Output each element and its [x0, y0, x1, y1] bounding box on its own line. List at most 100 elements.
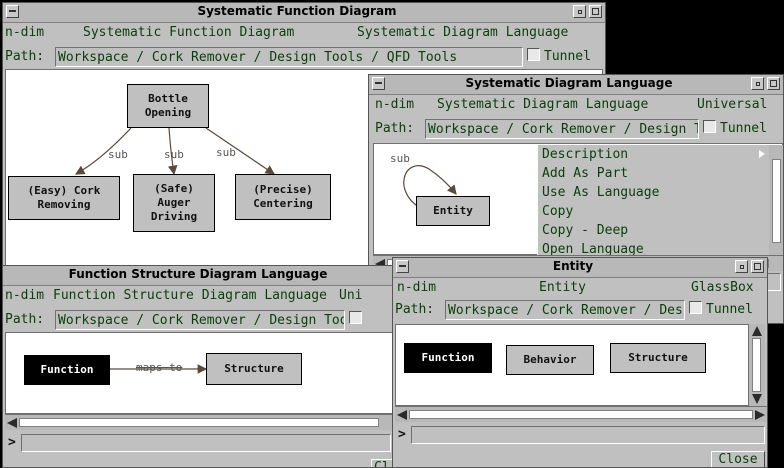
checkbox-icon[interactable]	[527, 48, 540, 61]
menu-glassbox[interactable]: GlassBox	[691, 280, 754, 295]
menu-ndim[interactable]: n-dim	[5, 25, 45, 40]
context-menu: Description Add As Part Use As Language …	[537, 145, 769, 257]
minimize-icon[interactable]	[735, 260, 748, 273]
node-cork-removing[interactable]: (Easy) Cork Removing	[8, 176, 120, 220]
menu-systematic-diagram-language[interactable]: Systematic Diagram Language	[357, 25, 569, 40]
tunnel-checkbox[interactable]	[347, 311, 366, 329]
edges	[110, 364, 208, 374]
path-bar: Path: Workspace / Cork Remover / Design …	[3, 45, 605, 69]
tunnel-label: Tunnel	[544, 49, 591, 64]
menu-function-structure-diagram-language[interactable]: Function Structure Diagram Language	[53, 288, 327, 303]
checkbox-icon[interactable]	[703, 120, 716, 133]
menu-bar: n-dim Systematic Function Diagram System…	[3, 23, 605, 43]
title-bar[interactable]: Systematic Diagram Language	[369, 75, 783, 95]
edge-label-sub: sub	[164, 148, 184, 161]
menu-universal[interactable]: Uni	[339, 288, 363, 303]
window-menu-icon[interactable]	[372, 77, 385, 90]
window-title: Entity	[552, 259, 594, 273]
window-title: Systematic Diagram Language	[465, 76, 673, 90]
command-line: >	[395, 424, 767, 446]
submenu-arrow-icon	[759, 150, 765, 158]
menu-ndim[interactable]: n-dim	[375, 97, 415, 112]
tunnel-label: Tunnel	[706, 302, 753, 317]
self-edge	[403, 165, 457, 212]
minimize-icon[interactable]	[751, 77, 764, 90]
edge-label-maps-to: maps to	[136, 361, 183, 374]
node-function[interactable]: Function	[404, 343, 492, 373]
path-field[interactable]: Workspace / Cork Remover / Design Tools	[425, 119, 699, 139]
close-button[interactable]: Cl	[371, 459, 393, 467]
window-menu-icon[interactable]	[6, 5, 19, 18]
scroll-down-icon[interactable]	[752, 394, 762, 404]
menu-item-copy[interactable]: Copy	[542, 204, 574, 219]
menu-ndim[interactable]: n-dim	[5, 288, 45, 303]
window-entity[interactable]: Entity n-dim Entity GlassBox Path: Works…	[392, 257, 768, 468]
edge-label-sub: sub	[108, 148, 128, 161]
maximize-icon[interactable]	[589, 5, 602, 18]
menu-systematic-diagram-language[interactable]: Systematic Diagram Language	[437, 97, 649, 112]
checkbox-icon[interactable]	[689, 301, 702, 314]
tunnel-checkbox[interactable]: Tunnel	[525, 48, 591, 66]
menu-item-description[interactable]: Description	[542, 147, 629, 162]
menu-item-use-as-language[interactable]: Use As Language	[542, 185, 660, 200]
window-title: Function Structure Diagram Language	[68, 267, 328, 281]
close-button[interactable]: Close	[711, 451, 765, 467]
menu-systematic-function-diagram[interactable]: Systematic Function Diagram	[83, 25, 295, 40]
node-function[interactable]: Function	[24, 355, 110, 385]
path-label: Path:	[5, 312, 45, 327]
scroll-right-icon[interactable]	[755, 410, 765, 420]
minimize-icon[interactable]	[573, 5, 586, 18]
path-label: Path:	[395, 302, 435, 317]
command-prompt: >	[398, 427, 406, 442]
scroll-up-icon[interactable]	[752, 326, 762, 336]
node-centering[interactable]: (Precise) Centering	[235, 174, 331, 220]
vertical-scrollbar[interactable]	[769, 145, 783, 257]
edges	[74, 127, 275, 176]
window-function-structure-diagram-language[interactable]: Function Structure Diagram Language n-di…	[2, 265, 394, 468]
title-bar[interactable]: Systematic Function Diagram	[3, 3, 605, 23]
command-input[interactable]	[411, 426, 765, 444]
title-bar[interactable]: Function Structure Diagram Language	[3, 266, 393, 286]
menu-item-add-as-part[interactable]: Add As Part	[542, 166, 629, 181]
maximize-icon[interactable]	[767, 77, 780, 90]
title-bar[interactable]: Entity	[393, 258, 767, 278]
command-prompt: >	[8, 435, 16, 450]
command-input[interactable]	[21, 434, 391, 452]
path-field[interactable]: Workspace / Cork Remover / Design Tools	[55, 310, 345, 330]
window-menu-icon[interactable]	[396, 260, 409, 273]
path-bar: Path: Workspace / Cork Remover / Design …	[3, 308, 393, 332]
scroll-left-icon[interactable]	[375, 259, 385, 269]
menu-bar: n-dim Entity GlassBox	[393, 278, 767, 298]
node-entity[interactable]: Entity	[416, 196, 490, 226]
menu-item-copy-deep[interactable]: Copy - Deep	[542, 223, 629, 238]
scroll-track[interactable]	[409, 410, 753, 419]
path-field[interactable]: Workspace / Cork Remover / Design Tools	[445, 300, 685, 320]
vertical-scrollbar[interactable]	[749, 324, 765, 406]
menu-ndim[interactable]: n-dim	[397, 280, 437, 295]
node-auger-driving[interactable]: (Safe) Auger Driving	[133, 174, 215, 232]
diagram-canvas[interactable]: maps to Function Structure	[5, 332, 393, 414]
menu-bar: n-dim Function Structure Diagram Languag…	[3, 286, 393, 306]
scroll-left-icon[interactable]	[7, 418, 17, 428]
node-behavior[interactable]: Behavior	[506, 345, 594, 375]
horizontal-scrollbar[interactable]	[5, 414, 393, 430]
horizontal-scrollbar[interactable]	[395, 406, 767, 422]
node-structure[interactable]: Structure	[206, 353, 302, 385]
window-title: Systematic Function Diagram	[197, 4, 397, 18]
scroll-track[interactable]	[772, 159, 781, 243]
scroll-left-icon[interactable]	[397, 410, 407, 420]
scroll-track[interactable]	[19, 418, 379, 427]
node-bottle-opening[interactable]: Bottle Opening	[127, 84, 209, 128]
menu-universal[interactable]: Universal	[697, 97, 768, 112]
path-field[interactable]: Workspace / Cork Remover / Design Tools …	[55, 47, 523, 67]
maximize-icon[interactable]	[751, 260, 764, 273]
menu-bar: n-dim Systematic Diagram Language Univer…	[369, 95, 783, 115]
diagram-canvas[interactable]: Function Behavior Structure	[395, 324, 749, 406]
node-structure[interactable]: Structure	[610, 343, 706, 373]
tunnel-checkbox[interactable]: Tunnel	[701, 120, 767, 138]
tunnel-checkbox[interactable]: Tunnel	[687, 301, 753, 319]
menu-entity[interactable]: Entity	[539, 280, 586, 295]
scroll-track[interactable]	[752, 338, 761, 392]
menu-item-open-language[interactable]: Open Language	[542, 242, 644, 257]
checkbox-icon[interactable]	[349, 311, 362, 324]
